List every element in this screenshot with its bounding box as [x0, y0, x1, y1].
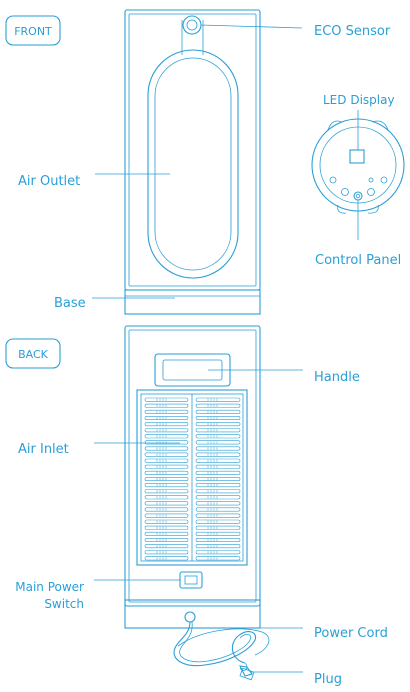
grille-slat	[195, 415, 241, 420]
panel-button-icon	[341, 188, 349, 196]
panel-button-icon	[329, 176, 337, 184]
grille-slat	[195, 452, 241, 457]
grille-slat	[195, 428, 241, 433]
panel-button-icon	[367, 188, 375, 196]
indicator-icon	[368, 177, 374, 183]
grille-slat	[195, 476, 241, 481]
front-base	[124, 289, 261, 315]
grille-slat	[144, 544, 189, 549]
grille-slat	[195, 525, 241, 530]
grille-slat	[144, 519, 189, 524]
grille-slat	[144, 476, 189, 481]
grille-slat	[195, 397, 241, 402]
back-body	[124, 325, 261, 607]
grille-slat	[195, 470, 241, 475]
back-tag: BACK	[5, 338, 61, 369]
grille-slat	[144, 489, 189, 494]
grille-slat	[195, 458, 241, 463]
grille-slat	[144, 513, 189, 518]
grille-slat	[195, 440, 241, 445]
grille-slat	[144, 428, 189, 433]
front-unit	[124, 9, 261, 315]
grille-slat	[144, 434, 189, 439]
grille-slat	[144, 403, 189, 408]
grille-slat	[195, 519, 241, 524]
grille-slat	[195, 409, 241, 414]
base-label: Base	[54, 296, 86, 311]
grille-slat	[144, 409, 189, 414]
grille-slat	[195, 483, 241, 488]
front-tag-text: FRONT	[14, 25, 52, 38]
air-inlet-label: Air Inlet	[18, 442, 69, 457]
grille-slat	[144, 550, 189, 555]
back-tag-text: BACK	[18, 348, 49, 361]
front-tag: FRONT	[5, 15, 61, 46]
grille-slat	[195, 434, 241, 439]
power-cord-label: Power Cord	[314, 626, 388, 641]
grille-slat	[195, 507, 241, 512]
grille-slat	[195, 403, 241, 408]
grille-slat	[144, 525, 189, 530]
eco-sensor-leader	[200, 24, 303, 29]
grille-slat	[195, 556, 241, 561]
grille-slat	[144, 501, 189, 506]
grille-slat	[195, 537, 241, 542]
grille-slat	[144, 483, 189, 488]
main-power-switch-label-line2: Switch	[44, 597, 84, 611]
grille-slat	[144, 440, 189, 445]
grille-slat	[195, 422, 241, 427]
grille-slat	[195, 531, 241, 536]
grille-slat	[144, 422, 189, 427]
control-panel-detail	[311, 110, 405, 240]
led-display-icon	[349, 149, 365, 164]
back-unit	[124, 325, 261, 629]
grille-slat	[195, 464, 241, 469]
front-body	[124, 9, 261, 291]
grille-slat	[144, 507, 189, 512]
panel-button-icon	[380, 176, 388, 184]
led-display-label: LED Display	[323, 93, 395, 107]
grille-slat	[144, 556, 189, 561]
grille-slat	[195, 495, 241, 500]
power-switch-icon	[179, 571, 203, 589]
grille-slat	[144, 452, 189, 457]
grille-slat	[195, 446, 241, 451]
grille-slat	[195, 489, 241, 494]
air-inlet-grille	[136, 389, 248, 566]
air-outlet	[147, 49, 239, 279]
eco-sensor-icon	[181, 15, 204, 55]
main-power-switch-label-line1: Main Power	[15, 580, 84, 594]
handle-label: Handle	[314, 370, 360, 385]
grille-slat	[144, 397, 189, 402]
power-button-icon	[353, 191, 363, 201]
grille-slat	[195, 501, 241, 506]
grille-slat	[144, 470, 189, 475]
back-base	[124, 599, 261, 629]
grille-slat	[144, 495, 189, 500]
grille-slat	[144, 464, 189, 469]
control-panel-label: Control Panel	[315, 253, 401, 268]
grille-slat	[195, 544, 241, 549]
plug-label: Plug	[314, 672, 342, 687]
power-cord-icon	[173, 611, 270, 671]
grille-slat	[144, 446, 189, 451]
grille-slat	[195, 550, 241, 555]
grille-slat	[144, 537, 189, 542]
air-outlet-label: Air Outlet	[18, 174, 80, 189]
grille-slat	[144, 415, 189, 420]
plug-icon	[239, 665, 255, 681]
eco-sensor-label: ECO Sensor	[314, 24, 391, 39]
grille-slat	[144, 531, 189, 536]
grille-slat	[144, 458, 189, 463]
grille-slat	[195, 513, 241, 518]
